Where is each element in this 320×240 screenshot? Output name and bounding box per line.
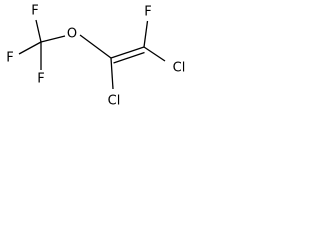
atom-f-cf3-bottom: F (37, 72, 44, 87)
bond-c1-o (79, 34, 112, 59)
bond-c1-c2-double-b (113, 51, 145, 64)
atom-f-cf3-top: F (31, 4, 38, 19)
bond-c3-f-left (18, 41, 42, 55)
atom-cl-right: Cl (173, 61, 186, 76)
bond-c2-f (143, 20, 149, 48)
chemical-structure-diagram: F Cl Cl O F F F (6, 4, 185, 109)
bond-c1-cl (110, 57, 114, 90)
bond-c2-cl (143, 46, 166, 62)
atom-cl-bottom: Cl (108, 94, 121, 109)
atom-f-cf3-left: F (6, 51, 13, 66)
bonds (18, 19, 166, 90)
atom-labels: F Cl Cl O F F F (6, 4, 185, 109)
bond-o-c3 (40, 35, 66, 43)
bond-c3-f-top (35, 19, 42, 43)
atom-f-top: F (144, 5, 151, 20)
bond-c1-c2-double-a (110, 46, 145, 59)
atom-o: O (67, 27, 77, 42)
